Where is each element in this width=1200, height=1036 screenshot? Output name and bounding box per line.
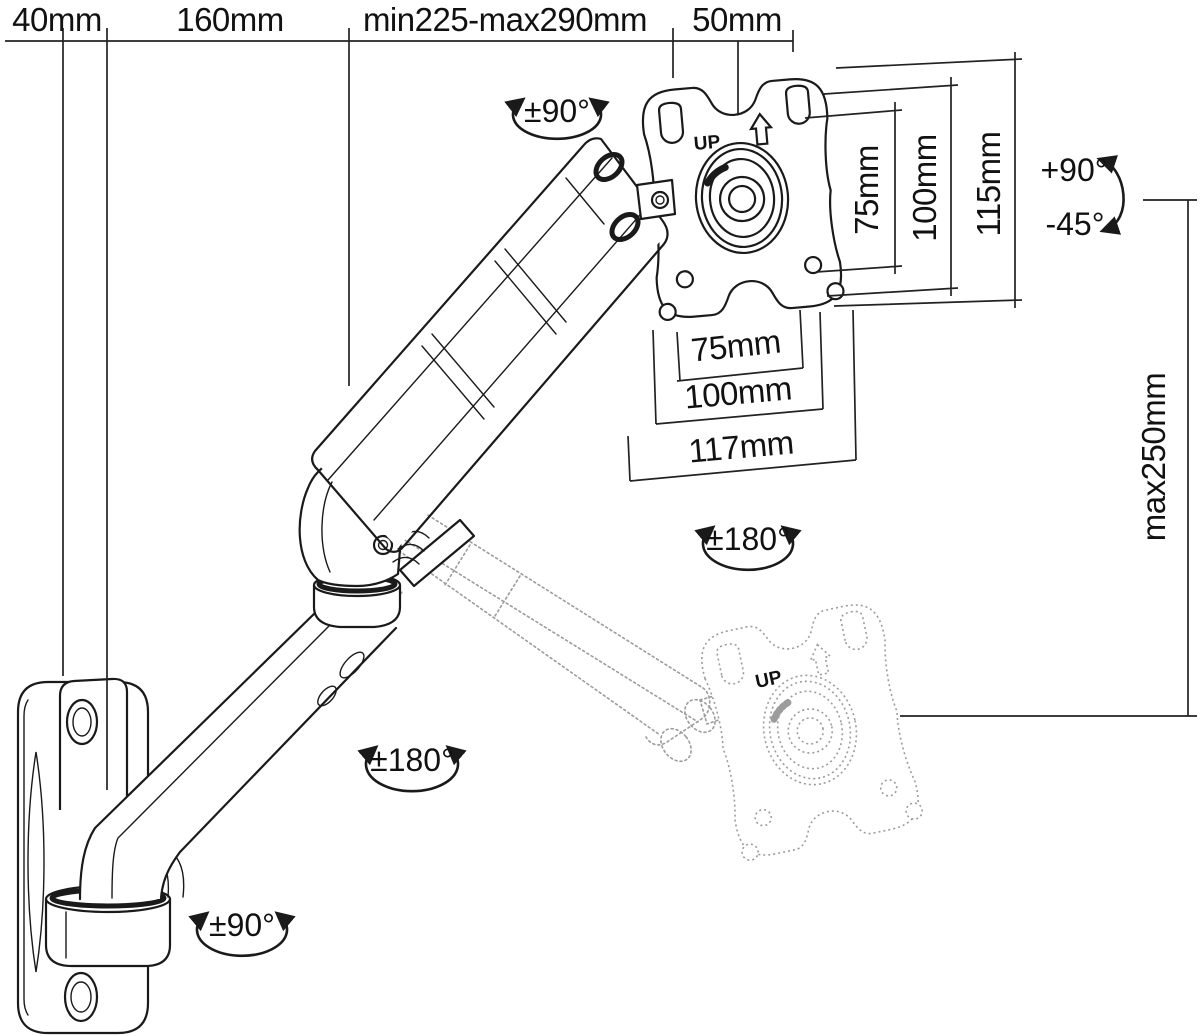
dim-label-vesa-v-100: 100mm (906, 134, 943, 242)
dim-label-height-range: max250mm (1135, 373, 1172, 541)
tilt-arc (1096, 155, 1125, 235)
label-arm-swivel: ±180° (370, 742, 454, 778)
dim-label-vesa-h-75: 75mm (689, 322, 782, 368)
lower-arm-link (78, 610, 398, 901)
head-roller-mid (609, 212, 641, 242)
dim-label-vesa-v-75: 75mm (848, 145, 885, 235)
arm-swivel-arc (357, 745, 467, 793)
head-roller-top (593, 152, 625, 182)
dim-label-50mm: 50mm (692, 1, 782, 38)
label-vesa-rotation: ±180° (706, 521, 790, 557)
dim-label-vesa-v-115: 115mm (970, 131, 1007, 236)
arm-slot-detail (339, 651, 365, 679)
dim-label-vesa-h-117: 117mm (687, 424, 795, 470)
label-swivel-head: ±90° (524, 93, 590, 129)
wall-plate-slot (27, 751, 45, 973)
dim-label-vesa-h-100: 100mm (683, 369, 793, 415)
vesa-rotation-arc (694, 525, 802, 572)
swivel-head-arc (504, 97, 610, 141)
dim-label-40mm: 40mm (12, 1, 102, 38)
arm-oval-detail (317, 685, 337, 707)
label-tilt-up: +90° (1040, 152, 1107, 188)
label-tilt-down: -45° (1045, 206, 1104, 242)
wall-screw-hole-bottom (63, 971, 99, 1023)
gas-spring-arm (311, 137, 677, 553)
base-swivel-arc (188, 911, 296, 958)
dim-label-extension-range: min225-max290mm (363, 1, 647, 38)
label-base-swivel: ±90° (209, 907, 275, 943)
wall-screw-hole-top (65, 698, 99, 746)
dim-label-160mm: 160mm (176, 1, 284, 38)
dimension-lines (5, 28, 1197, 790)
ghost-vesa-plate (696, 599, 925, 862)
dimension-labels: 40mm 160mm min225-max290mm 50mm 75mm 100… (12, 1, 1172, 943)
wall-plate-tab (58, 677, 129, 810)
rotation-arcs (188, 97, 1125, 958)
